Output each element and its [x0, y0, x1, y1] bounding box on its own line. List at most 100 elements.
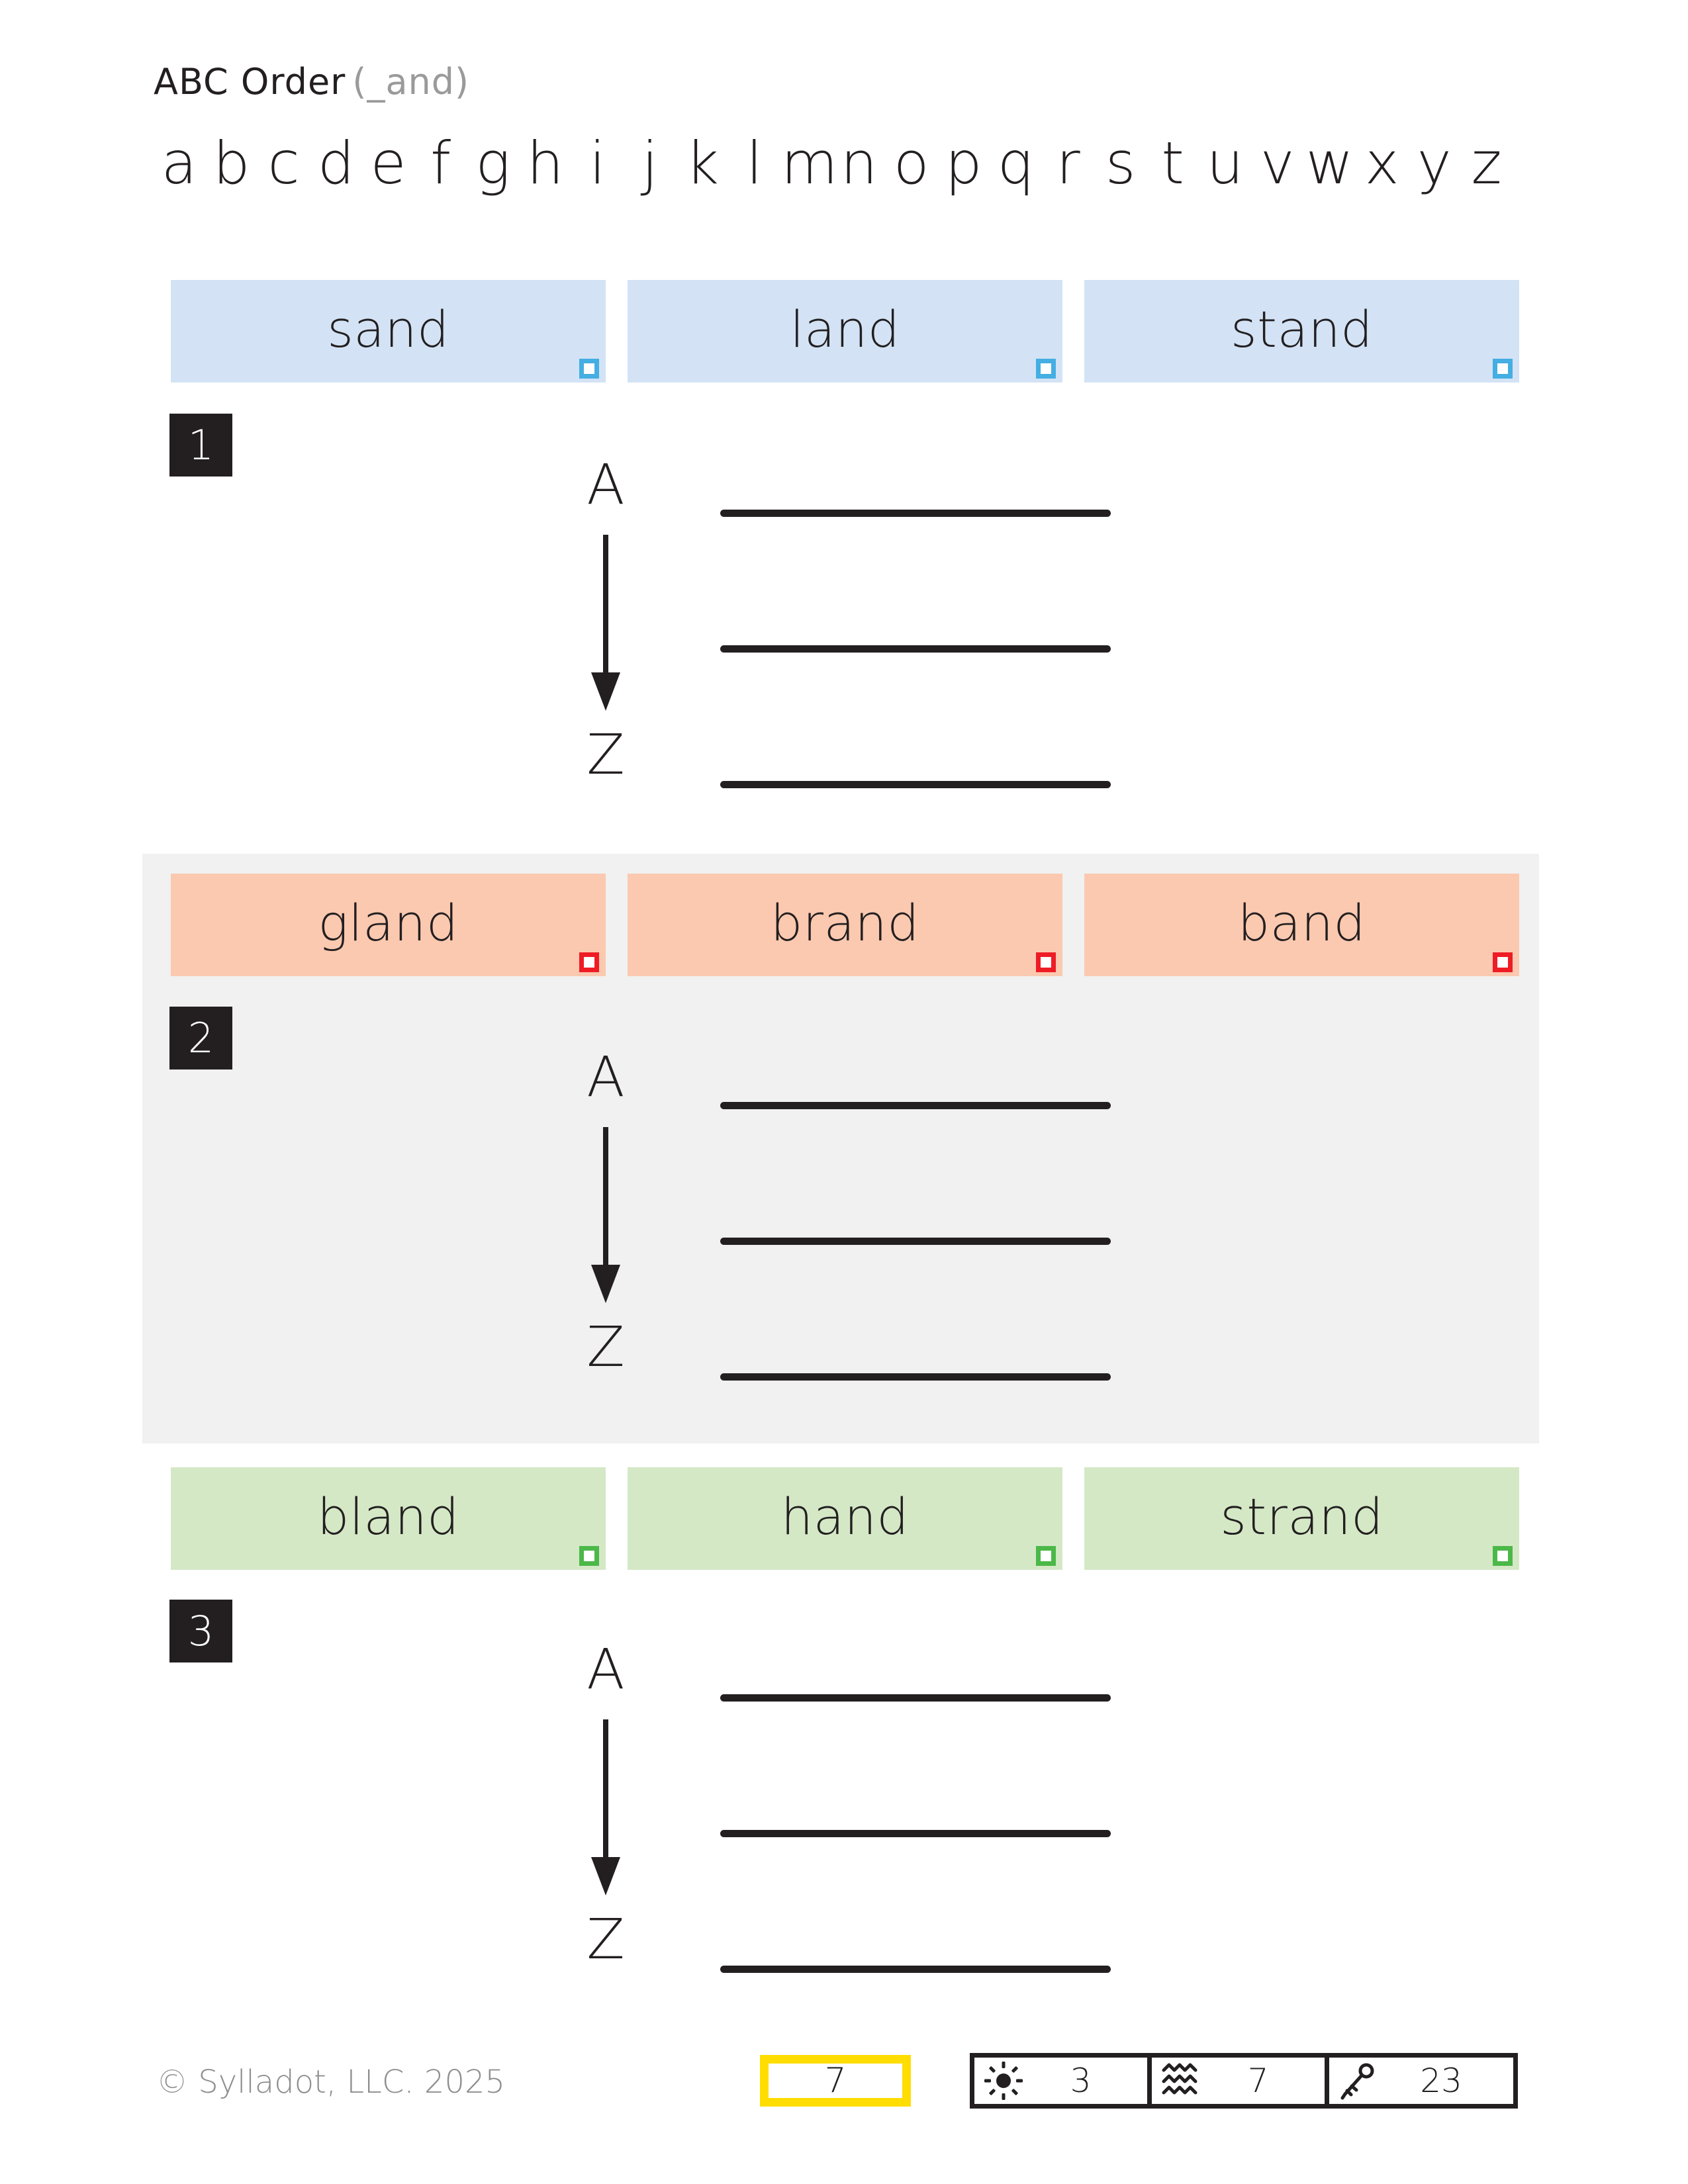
word-box[interactable]: strand	[1084, 1467, 1519, 1570]
section-number-badge: 1	[169, 414, 232, 477]
alphabet-letter: f	[430, 129, 452, 197]
down-arrow-icon	[591, 1719, 620, 1897]
answer-line[interactable]	[720, 1694, 1111, 1702]
waves-icon	[1161, 2061, 1201, 2101]
word-box[interactable]: brand	[628, 874, 1062, 976]
word-checkbox[interactable]	[1036, 1546, 1056, 1566]
alphabet-letter: h	[526, 129, 565, 197]
page-number: 7	[824, 2061, 847, 2101]
sort-start-letter: A	[586, 1637, 625, 1702]
alphabet-letter: k	[685, 129, 720, 197]
word-box[interactable]: stand	[1084, 280, 1519, 383]
section-number-badge: 3	[169, 1600, 232, 1662]
alphabet-letter: o	[893, 129, 931, 197]
word-row-1: sand land stand	[171, 280, 1519, 383]
alphabet-letter: l	[746, 129, 764, 197]
arrow-head	[591, 672, 620, 711]
answer-line[interactable]	[720, 1830, 1111, 1837]
alphabet-letter: m	[781, 129, 839, 197]
word-checkbox[interactable]	[1493, 359, 1513, 379]
page-title: ABC Order(_and)	[154, 61, 469, 103]
arrow-head	[591, 1857, 620, 1895]
key-icon	[1338, 2061, 1378, 2101]
down-arrow-icon	[591, 535, 620, 712]
word-checkbox[interactable]	[1493, 952, 1513, 972]
stat-value: 7	[1247, 2062, 1269, 2100]
alphabet-letter: s	[1105, 129, 1137, 197]
alphabetical-order-arrow: A Z	[566, 1049, 645, 1387]
sort-start-letter: A	[586, 1044, 625, 1109]
word-label: gland	[318, 893, 459, 952]
word-box[interactable]: bland	[171, 1467, 606, 1570]
answer-lines-1	[720, 510, 1111, 788]
sun-icon	[984, 2061, 1023, 2101]
word-box[interactable]: sand	[171, 280, 606, 383]
answer-line[interactable]	[720, 1966, 1111, 1973]
word-box[interactable]: hand	[628, 1467, 1062, 1570]
alphabetical-order-arrow: A Z	[566, 1641, 645, 1979]
word-box[interactable]: land	[628, 280, 1062, 383]
alphabet-letter: a	[161, 129, 199, 197]
page-number-box: 7	[760, 2055, 911, 2107]
alphabet-letter: t	[1161, 129, 1186, 197]
sort-end-letter: Z	[586, 1907, 625, 1972]
copyright-notice: © Sylladot, LLC. 2025	[156, 2064, 506, 2101]
answer-lines-2	[720, 1102, 1111, 1381]
stat-cell-key: 23	[1329, 2058, 1513, 2104]
answer-line[interactable]	[720, 1102, 1111, 1109]
alphabet-letter: e	[370, 129, 408, 197]
word-row-3: bland hand strand	[171, 1467, 1519, 1570]
word-box[interactable]: band	[1084, 874, 1519, 976]
stat-group: 3 7	[970, 2053, 1518, 2109]
stat-value: 3	[1070, 2062, 1092, 2100]
alphabet-letter: i	[589, 129, 607, 197]
alphabet-letter: z	[1471, 129, 1503, 197]
arrow-head	[591, 1265, 620, 1303]
word-label: stand	[1231, 299, 1373, 359]
word-label: land	[790, 299, 900, 359]
stat-cell-waves: 7	[1152, 2058, 1329, 2104]
sort-end-letter: Z	[586, 722, 625, 787]
alphabet-letter: d	[317, 129, 356, 197]
section-number-badge: 2	[169, 1007, 232, 1069]
answer-line[interactable]	[720, 645, 1111, 653]
alphabet-letter: u	[1206, 129, 1245, 197]
answer-line[interactable]	[720, 1373, 1111, 1381]
alphabet-letter: c	[267, 129, 301, 197]
alphabet-letter: n	[840, 129, 879, 197]
word-label: hand	[780, 1486, 910, 1546]
answer-lines-3	[720, 1694, 1111, 1973]
alphabetical-order-arrow: A Z	[566, 457, 645, 794]
word-checkbox[interactable]	[579, 952, 599, 972]
word-label: bland	[317, 1486, 459, 1546]
page-title-main: ABC Order	[154, 61, 346, 103]
alphabet-letter: x	[1364, 129, 1401, 197]
alphabet-letter: r	[1056, 129, 1082, 197]
word-checkbox[interactable]	[1036, 359, 1056, 379]
word-checkbox[interactable]	[1036, 952, 1056, 972]
alphabet-letter: w	[1305, 129, 1355, 197]
word-checkbox[interactable]	[1493, 1546, 1513, 1566]
arrow-shaft	[603, 1719, 608, 1862]
answer-line[interactable]	[720, 781, 1111, 788]
stat-cell-sun: 3	[974, 2058, 1152, 2104]
word-label: brand	[771, 893, 919, 952]
alphabet-letter: b	[212, 129, 252, 197]
answer-line[interactable]	[720, 510, 1111, 517]
down-arrow-icon	[591, 1127, 620, 1304]
stat-value: 23	[1420, 2062, 1462, 2100]
word-label: sand	[327, 299, 449, 359]
alphabet-letter: j	[641, 129, 659, 197]
word-label: strand	[1220, 1486, 1383, 1546]
word-box[interactable]: gland	[171, 874, 606, 976]
word-checkbox[interactable]	[579, 1546, 599, 1566]
alphabet-letter: v	[1260, 129, 1296, 197]
alphabet-letter: y	[1417, 129, 1453, 197]
answer-line[interactable]	[720, 1238, 1111, 1245]
word-row-2: gland brand band	[171, 874, 1519, 976]
word-checkbox[interactable]	[579, 359, 599, 379]
alphabet-letter: p	[945, 129, 984, 197]
sort-start-letter: A	[586, 452, 625, 517]
